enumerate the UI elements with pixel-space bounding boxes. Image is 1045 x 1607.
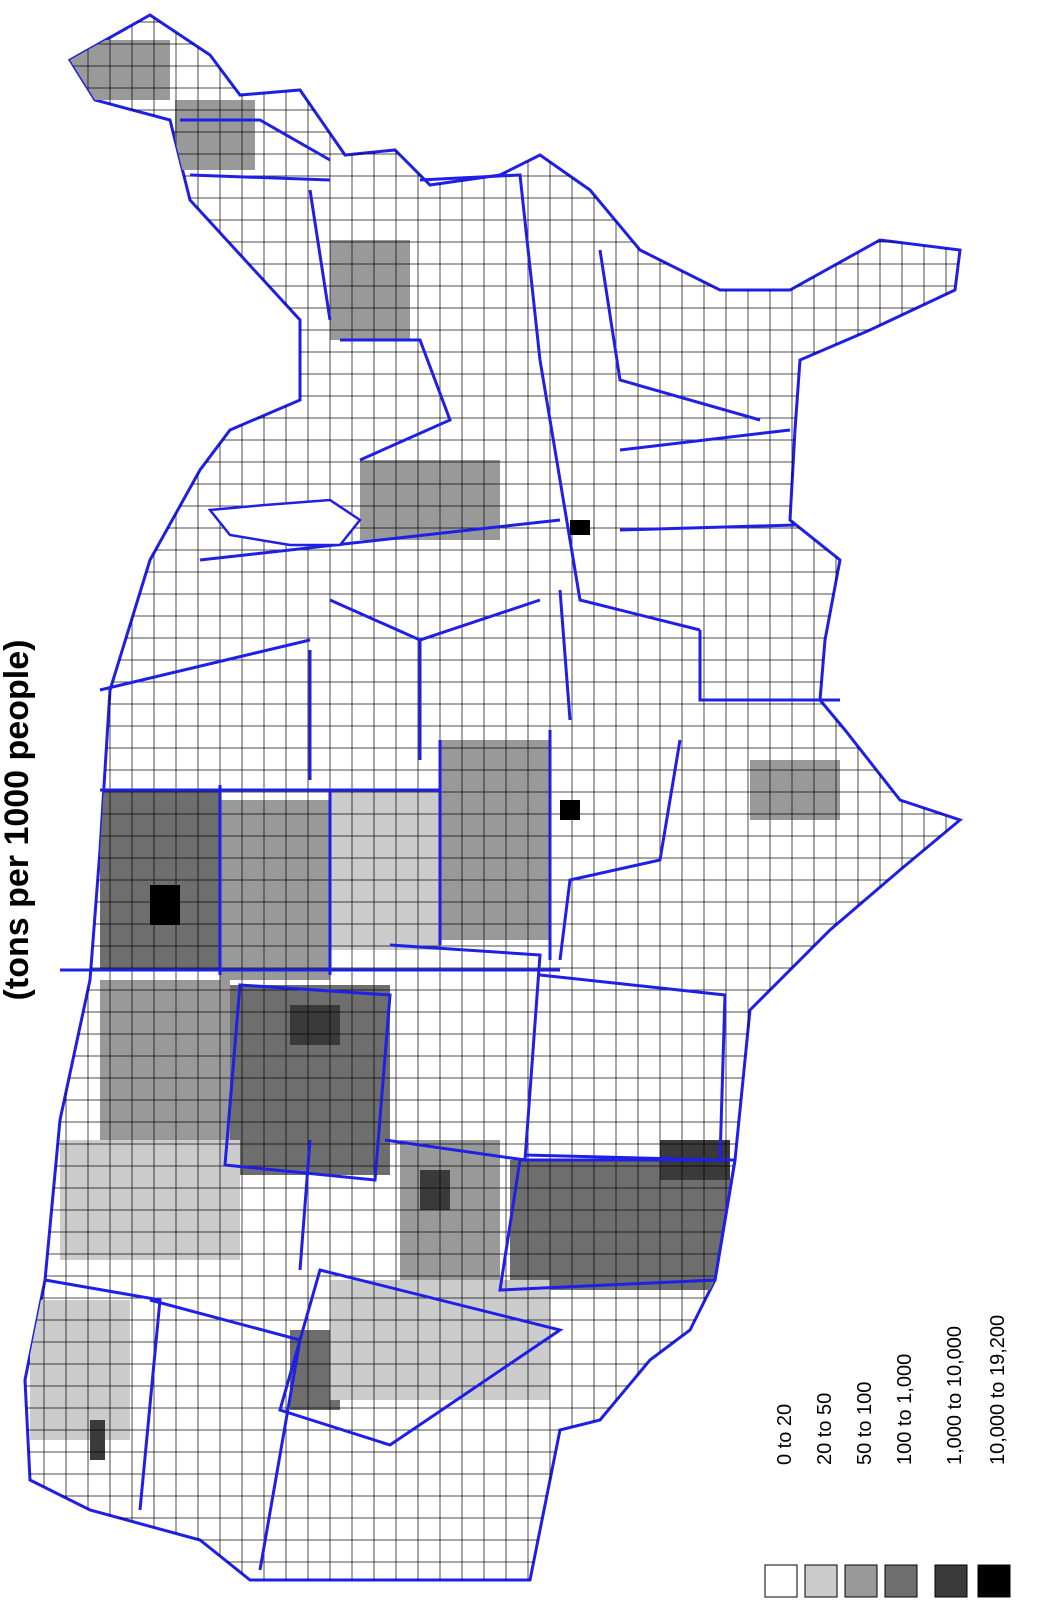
- legend-label-2: 50 to 100: [854, 1382, 876, 1465]
- legend-label-0: 0 to 20: [774, 1404, 796, 1465]
- legend-item-0: 0 to 20: [764, 1404, 798, 1598]
- lake-michigan: [207, 498, 362, 547]
- legend-swatch-5: [977, 1564, 1011, 1598]
- legend-label-1: 20 to 50: [814, 1393, 836, 1465]
- legend-item-3: 100 to 1,000: [884, 1354, 918, 1598]
- legend-item-1: 20 to 50: [804, 1393, 838, 1598]
- legend-item-2: 50 to 100: [844, 1382, 878, 1598]
- legend-label-3: 100 to 1,000: [894, 1354, 916, 1465]
- legend-swatch-3: [884, 1564, 918, 1598]
- legend: 0 to 20 20 to 50 50 to 100 100 to 1,000 …: [764, 1315, 1011, 1598]
- legend-swatch-0: [764, 1564, 798, 1598]
- subtitle: (tons per 1000 people): [0, 640, 36, 1001]
- legend-swatch-1: [804, 1564, 838, 1598]
- legend-item-5: 10,000 to 19,200: [977, 1315, 1011, 1598]
- subtitle-text: (tons per 1000 people): [0, 640, 36, 1001]
- legend-label-4: 1,000 to 10,000: [944, 1326, 966, 1465]
- lakes: [207, 498, 362, 547]
- legend-swatch-4: [934, 1564, 968, 1598]
- legend-label-5: 10,000 to 19,200: [987, 1315, 1009, 1465]
- state-borders: [44, 118, 840, 1571]
- legend-swatch-2: [844, 1564, 878, 1598]
- legend-item-4: 1,000 to 10,000: [934, 1326, 968, 1598]
